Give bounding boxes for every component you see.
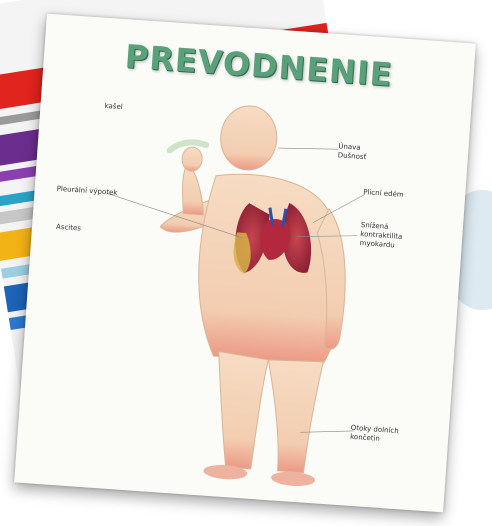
right-foot-shape bbox=[271, 470, 316, 487]
head-shape bbox=[219, 104, 279, 172]
poster-card: PREVODNENIE bbox=[14, 14, 476, 513]
left-leg-shape bbox=[211, 351, 269, 469]
right-leg-shape bbox=[261, 358, 324, 474]
body-illustration bbox=[14, 14, 476, 513]
label-kasel: kašel bbox=[104, 102, 123, 111]
hand-shape bbox=[181, 146, 203, 171]
label-ascites: Ascites bbox=[56, 223, 81, 233]
label-unava: Únava bbox=[338, 142, 361, 152]
